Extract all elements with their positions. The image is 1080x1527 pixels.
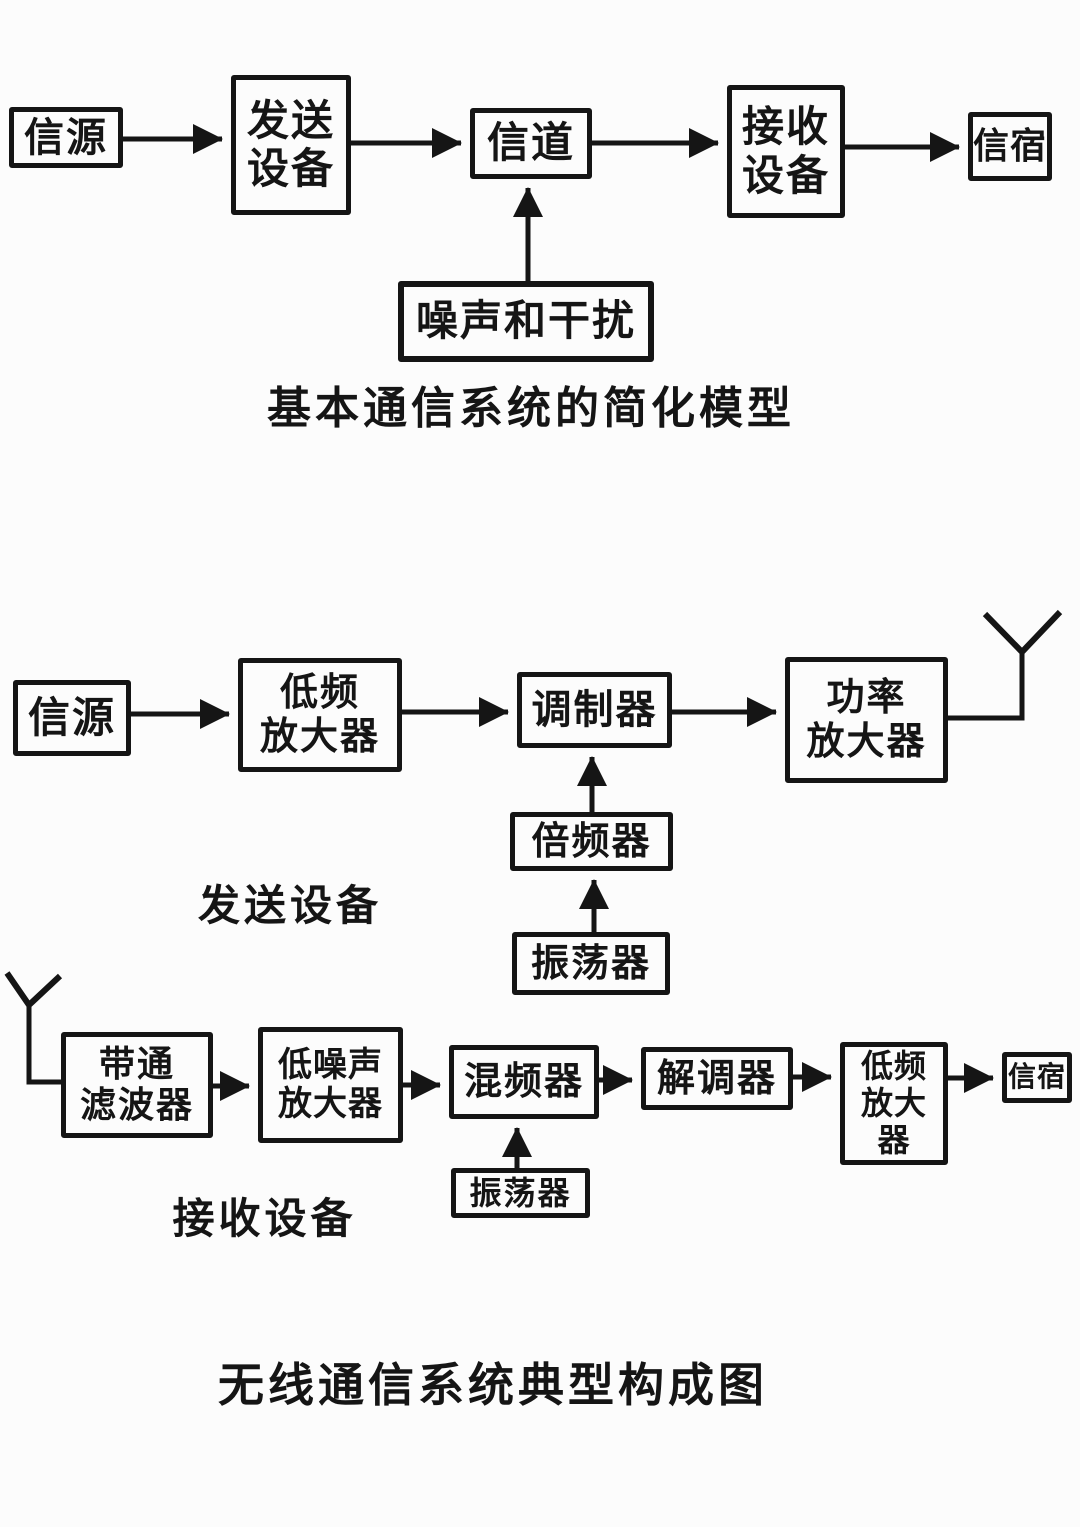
antenna-feed-line-rx [26, 1005, 61, 1085]
node-receive-equipment-1: 接收 设备 [727, 85, 845, 218]
node-destination-1: 信宿 [968, 112, 1052, 181]
node-frequency-multiplier: 倍频器 [510, 812, 673, 871]
node-bandpass-filter: 带通 滤波器 [61, 1032, 213, 1138]
antenna-feed-line-tx [948, 652, 1025, 721]
node-low-noise-amplifier: 低噪声 放大器 [258, 1027, 403, 1143]
node-demodulator: 解调器 [641, 1047, 793, 1110]
node-destination-2: 信宿 [1002, 1052, 1072, 1103]
diagram2-caption: 无线通信系统典型构成图 [218, 1358, 768, 1412]
transmitter-section-label: 发送设备 [198, 880, 383, 930]
node-transmit-equipment-1: 发送 设备 [231, 75, 351, 215]
node-noise-interference: 噪声和干扰 [398, 281, 654, 362]
diagram1-caption: 基本通信系统的简化模型 [267, 383, 795, 434]
node-mixer: 混频器 [449, 1045, 599, 1119]
node-oscillator-rx: 振荡器 [451, 1168, 590, 1218]
node-source-1: 信源 [9, 107, 123, 168]
node-modulator: 调制器 [517, 672, 672, 748]
node-power-amplifier: 功率 放大器 [785, 657, 948, 783]
receiver-section-label: 接收设备 [172, 1193, 357, 1243]
antenna-icon-rx [4, 971, 63, 1010]
node-lf-amplifier-rx: 低频 放大器 [840, 1042, 948, 1165]
node-lf-amplifier-tx: 低频 放大器 [238, 658, 402, 772]
antenna-icon-tx [982, 609, 1063, 657]
node-channel: 信道 [470, 108, 592, 179]
node-source-2: 信源 [13, 680, 131, 756]
node-oscillator-tx: 振荡器 [512, 932, 670, 995]
